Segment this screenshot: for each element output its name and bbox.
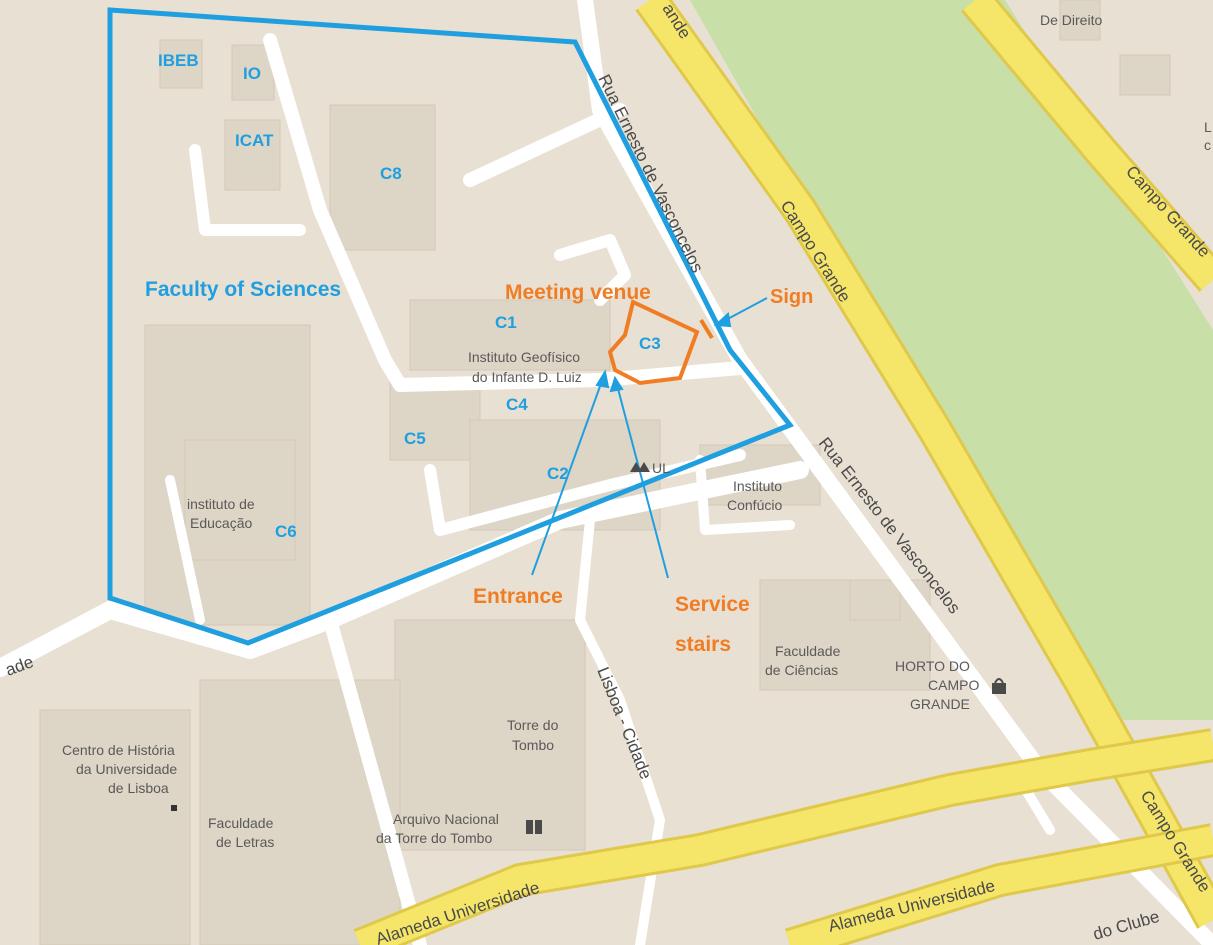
place-label-edge-l: L: [1204, 119, 1212, 135]
place-label-educacao-1: instituto de: [187, 496, 255, 512]
place-label-horto-2: CAMPO: [928, 677, 979, 693]
ul-icon: [630, 462, 650, 472]
faculty-boundary: [107, 7, 795, 646]
annotation-entrance: Entrance: [473, 585, 563, 608]
place-label-horto-3: GRANDE: [910, 696, 970, 712]
building-label-c3: C3: [639, 334, 661, 353]
place-label-arquivo-1: Arquivo Nacional: [393, 811, 499, 827]
building-label-ibeb: IBEB: [158, 51, 199, 70]
annotation-meeting-venue: Meeting venue: [505, 281, 651, 304]
building-label-c6: C6: [275, 522, 297, 541]
road-label-lisboa-cidade: Lisboa - Cidade: [593, 664, 655, 782]
place-label-torre-1: Torre do: [507, 717, 559, 733]
major-roads: [353, 0, 1213, 945]
place-label-confucio-2: Confúcio: [727, 497, 782, 513]
place-label-de-direito: De Direito: [1040, 12, 1102, 28]
place-label-centro-3: de Lisboa: [108, 780, 169, 796]
place-label-letras-1: Faculdade: [208, 815, 274, 831]
place-label-letras-2: de Letras: [216, 834, 274, 850]
book-icon: [526, 820, 542, 834]
place-label-faculdade-ciencias-1: Faculdade: [775, 643, 841, 659]
place-label-confucio-1: Instituto: [733, 478, 782, 494]
building-label-c1: C1: [495, 313, 517, 332]
annotation-stairs: stairs: [675, 633, 731, 656]
building-label-c4: C4: [506, 395, 528, 414]
place-label-geofisico-1: Instituto Geofísico: [468, 349, 580, 365]
building-label-icat: ICAT: [235, 131, 274, 150]
place-label-centro-2: da Universidade: [76, 761, 177, 777]
place-label-faculdade-ciencias-2: de Ciências: [765, 662, 838, 678]
place-label-horto-1: HORTO DO: [895, 658, 970, 674]
building-label-c8: C8: [380, 164, 402, 183]
annotation-arrows: [531, 297, 768, 579]
annotation-service: Service: [675, 593, 750, 616]
place-label-torre-2: Tombo: [512, 737, 554, 753]
park-area: [690, 0, 1213, 720]
road-label-clube: do Clube: [1091, 907, 1162, 944]
place-label-arquivo-2: da Torre do Tombo: [376, 830, 492, 846]
place-label-edge-c: c: [1204, 137, 1211, 153]
building-label-io: IO: [243, 64, 261, 83]
building-label-c5: C5: [404, 429, 426, 448]
building-footprints: [39, 0, 1171, 945]
place-label-centro-1: Centro de História: [62, 742, 175, 758]
place-label-ul: UL: [652, 460, 670, 476]
sign-marker: [699, 318, 714, 340]
shopping-bag-icon: [992, 678, 1006, 694]
poi-dot-icon: [171, 805, 177, 811]
annotation-sign: Sign: [770, 286, 813, 308]
annotation-faculty-of-sciences: Faculty of Sciences: [145, 278, 341, 301]
meeting-venue-outline: [607, 299, 700, 386]
building-label-c2: C2: [547, 464, 569, 483]
place-label-geofisico-2: do Infante D. Luiz: [472, 369, 582, 385]
place-label-educacao-2: Educação: [190, 515, 252, 531]
